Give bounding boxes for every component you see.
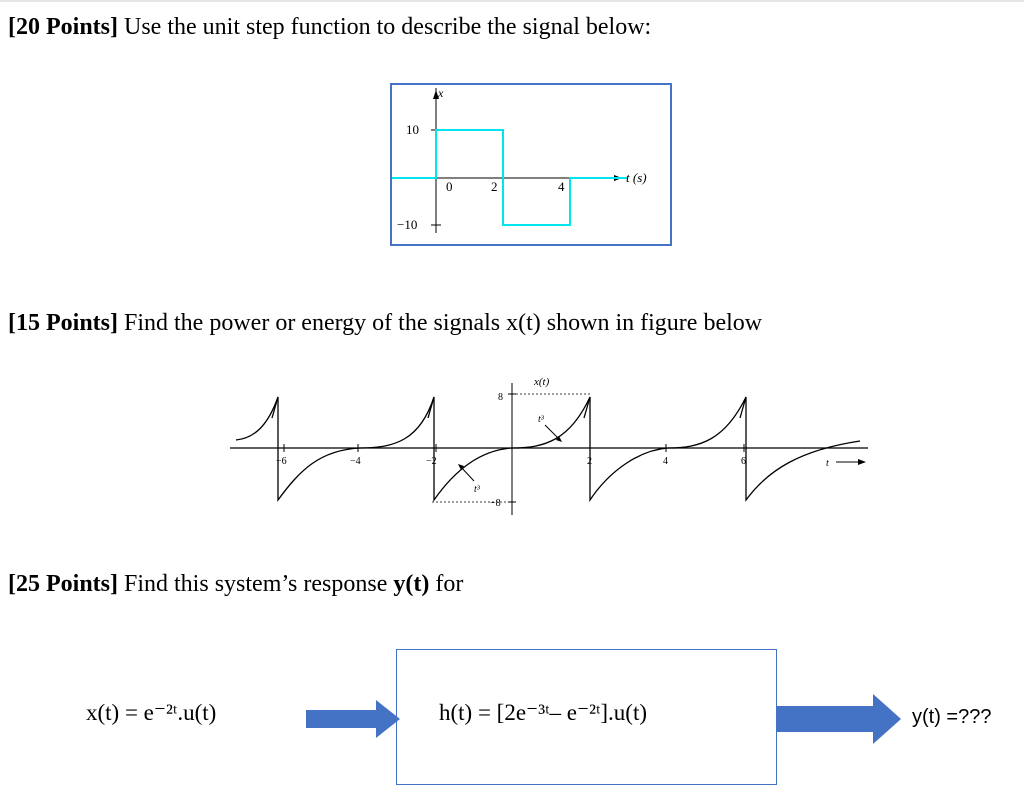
input-signal-label: x(t) = e⁻²ᵗ.u(t) [86,700,217,725]
question-1: [20 Points] Use the unit step function t… [8,14,651,41]
question-3: [25 Points] Find this system’s response … [8,571,463,598]
question-3-points: [25 Points] [8,571,118,597]
annotation-arrowhead-positive [556,436,562,442]
y-tick-label-8: 8 [498,392,503,403]
input-arrow [306,700,400,738]
question-3-text-before: Find this system’s response [118,571,394,597]
question-3-text-after: for [429,571,464,597]
y-axis-arrow [433,90,439,99]
unit-step-signal-figure: x 10 −10 0 2 4 t (s) [390,83,672,246]
y-tick-label-neg10: −10 [397,217,417,232]
annotation-arrow-positive [544,424,561,441]
annotation-arrow-negative [459,465,475,482]
x-axis-label: t (s) [626,170,647,185]
x-tick-label-2: 2 [491,179,498,194]
y-axis-label: x(t) [533,376,550,388]
question-1-text: Use the unit step function to describe t… [118,14,652,40]
impulse-response-label: h(t) = [2e⁻³ᵗ– e⁻²ᵗ].u(t) [439,700,647,725]
y-tick-label-10: 10 [406,122,419,137]
annotation-positive: t³ [538,414,545,425]
x-tick-label-4: 4 [663,456,668,467]
question-2: [15 Points] Find the power or energy of … [8,310,762,337]
x-tick-label-neg2: −2 [426,456,437,467]
x-tick-label-4: 4 [558,179,565,194]
y-tick-label-neg8: −8 [490,498,501,509]
x-tick-label-6: 6 [741,456,746,467]
t-direction-arrow [858,459,866,465]
annotation-negative: t³ [474,484,481,495]
question-2-text: Find the power or energy of the signals … [118,310,763,336]
signal-trace [235,396,861,503]
question-2-points: [15 Points] [8,310,118,336]
question-3-bold: y(t) [393,571,430,597]
annotation-arrowhead-negative [458,464,464,470]
unit-step-signal-plot: x 10 −10 0 2 4 t (s) [392,86,647,233]
question-1-points: [20 Points] [8,14,118,40]
x-tick-label-2: 2 [587,456,592,467]
x-axis-label: t [826,458,829,469]
top-divider [0,0,1024,2]
y-axis-label: x [437,86,444,100]
periodic-cubic-signal-plot: x(t) 8 −8 −6 −4 −2 2 4 6 t³ t³ t [230,376,868,515]
system-block [396,649,777,785]
output-signal-label: y(t) =??? [912,706,992,728]
output-arrow [777,694,901,744]
signal-trace [392,129,627,226]
x-tick-label-neg4: −4 [350,456,361,467]
x-tick-label-neg6: −6 [276,456,287,467]
x-tick-label-0: 0 [446,179,453,194]
